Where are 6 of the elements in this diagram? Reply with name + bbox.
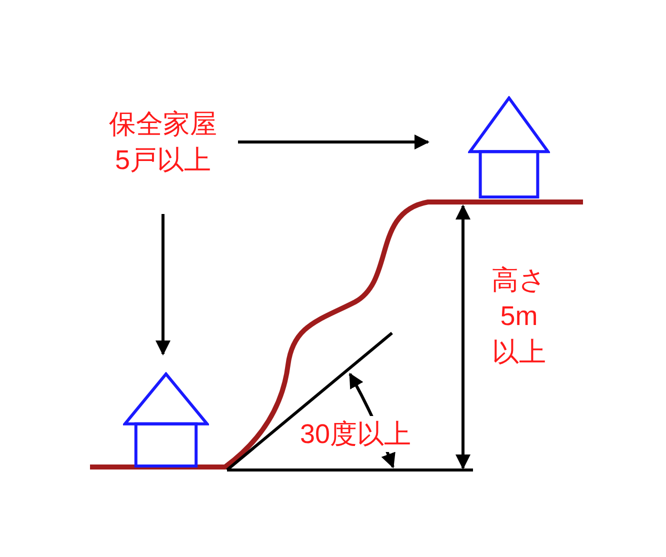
house-drawing [468, 96, 550, 199]
callout-text: 保全家屋5戸以上 [106, 106, 220, 178]
arrow [156, 214, 170, 356]
house-drawing [123, 372, 209, 468]
arrow [238, 134, 430, 150]
dimension-label: 高さ5m以上 [490, 264, 548, 369]
